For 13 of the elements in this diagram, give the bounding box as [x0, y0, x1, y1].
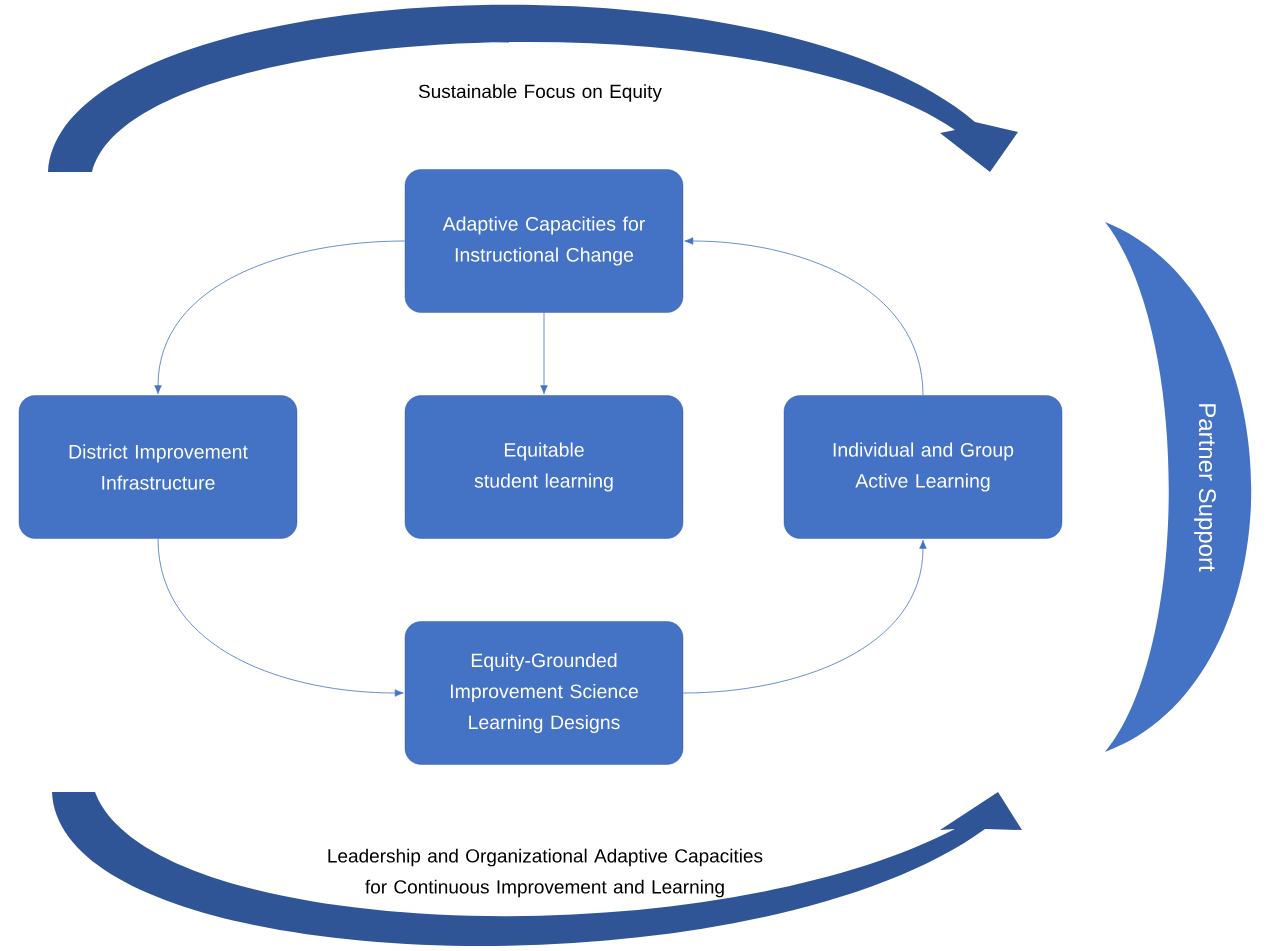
process-box: Individual and Group Active Learning	[783, 395, 1063, 539]
process-box: Equitable student learning	[404, 395, 684, 539]
arrow	[540, 312, 548, 395]
arrow	[154, 240, 406, 395]
arrow	[684, 237, 924, 396]
arrow-label: Leadership and Organizational Adaptive Capacities for Continuous Improvement and Learning	[328, 848, 763, 898]
process-box: District Improvement Infrastructure	[18, 395, 298, 539]
crescent-band: Partner Support	[1105, 222, 1252, 752]
process-box: Adaptive Capacities for Instructional Change	[404, 169, 684, 313]
process-box: Equity-Grounded Improvement Science Learning Designs	[404, 621, 684, 765]
arrow-label: Sustainable Focus on Equity	[418, 84, 662, 102]
arrow	[157, 538, 404, 697]
arrow	[682, 539, 927, 694]
